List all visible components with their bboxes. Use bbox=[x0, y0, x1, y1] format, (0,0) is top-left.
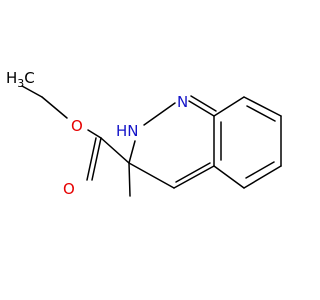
nh-label: HN bbox=[116, 122, 139, 140]
ring-nitrogen-label: N bbox=[177, 93, 188, 111]
bond-c8a-c8 bbox=[213, 96, 245, 117]
bond-carbonyl-double-a bbox=[91, 137, 102, 181]
nh-n-label: N bbox=[127, 122, 138, 140]
ch3-subscript: 3 bbox=[17, 77, 24, 90]
bond-inner-6-5 bbox=[245, 161, 275, 179]
bond-carbonyl-double-b bbox=[86, 137, 97, 181]
bond-c3-nh bbox=[128, 140, 136, 164]
ester-oxygen-label: O bbox=[71, 117, 83, 135]
bond-c6-c5 bbox=[243, 165, 282, 189]
bond-c8-c7 bbox=[243, 96, 282, 117]
nh-h-label: H bbox=[116, 122, 127, 140]
bond-n-c8a-double-b bbox=[190, 95, 217, 112]
bond-nh-n bbox=[143, 102, 176, 126]
bond-inner-8-7 bbox=[246, 105, 276, 122]
carbonyl-oxygen-label: O bbox=[63, 180, 75, 198]
bond-ch2-o bbox=[41, 96, 68, 119]
ch3-c-label: C bbox=[24, 69, 34, 87]
bond-n-c8a-double-a bbox=[188, 100, 215, 117]
bond-ch3-ch2 bbox=[21, 85, 43, 98]
ch3-h-label: H bbox=[6, 69, 17, 87]
bond-c4-c4a-b bbox=[175, 162, 211, 183]
methyl-label: H3C bbox=[6, 69, 35, 90]
bond-o-carbonyl bbox=[87, 129, 102, 139]
bond-c4-c4a-a bbox=[173, 165, 215, 189]
chemical-structure: H3C O O N HN bbox=[6, 69, 282, 198]
bond-c3-methyl bbox=[128, 162, 131, 197]
bond-c5-c4a bbox=[213, 165, 245, 189]
bond-c3-c4 bbox=[128, 162, 175, 189]
bond-carbonyl-c3 bbox=[100, 137, 130, 164]
